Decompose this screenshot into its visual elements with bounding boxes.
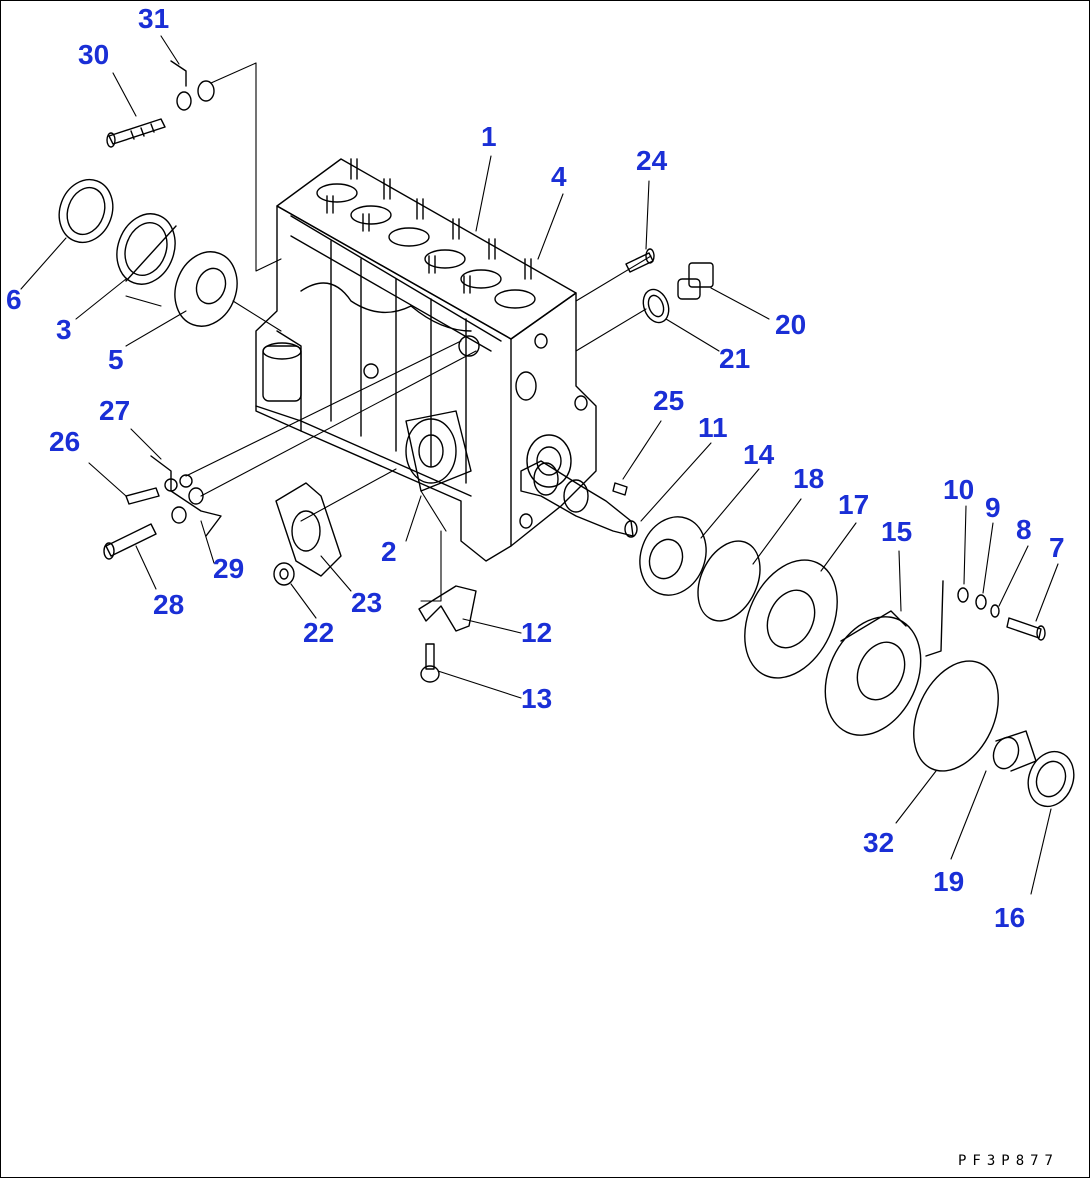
part-16-bearing (1021, 745, 1081, 813)
leader-lines (21, 36, 1058, 894)
callout-16: 16 (994, 902, 1026, 933)
callout-29: 29 (213, 553, 245, 584)
callout-9: 9 (985, 492, 1001, 523)
callout-2: 2 (381, 536, 397, 567)
part-14-coupling (629, 507, 717, 604)
callout-30: 30 (78, 39, 110, 70)
callout-22: 22 (303, 617, 335, 648)
part-6-oil-seal (51, 172, 122, 250)
studs (327, 159, 531, 293)
part-20-plug (678, 263, 713, 299)
callout-14: 14 (743, 439, 775, 470)
pump-housing (256, 159, 596, 561)
top-bores (317, 184, 535, 308)
callout-32: 32 (863, 827, 895, 858)
part-13-bolt (421, 644, 439, 682)
part-3-bearing (107, 206, 184, 293)
assembly-lines (126, 63, 651, 601)
callout-18: 18 (793, 463, 825, 494)
part-31-washers (171, 61, 214, 110)
callout-17: 17 (838, 489, 870, 520)
part-18-o-ring (686, 531, 772, 631)
callout-11: 11 (698, 412, 728, 443)
camshaft (521, 461, 637, 537)
callout-6: 6 (6, 284, 22, 315)
callout-19: 19 (933, 866, 965, 897)
callout-23: 23 (351, 587, 383, 618)
part-12-bracket (419, 586, 476, 631)
drawing-code: PF3P877 (957, 1153, 1059, 1169)
part-7-10-hardware (926, 581, 1045, 656)
callout-3: 3 (56, 314, 72, 345)
callout-28: 28 (153, 589, 185, 620)
callout-13: 13 (521, 683, 553, 714)
callout-8: 8 (1016, 514, 1032, 545)
part-15-cover (807, 601, 939, 751)
part-32-o-ring (897, 647, 1015, 784)
callout-20: 20 (775, 309, 807, 340)
part-30-bolt (107, 119, 165, 147)
part-19-bushing (989, 731, 1036, 772)
part-17-gasket (727, 545, 856, 693)
callout-15: 15 (881, 516, 913, 547)
callout-5: 5 (108, 344, 124, 375)
callout-31: 31 (138, 3, 170, 34)
part-5-coupling (165, 243, 247, 335)
part-25-key (613, 483, 627, 495)
part-22-nut (274, 563, 294, 585)
callout-10: 10 (943, 474, 975, 505)
callout-27: 27 (99, 395, 131, 426)
part-23-gasket (276, 483, 341, 576)
callout-7: 7 (1049, 532, 1065, 563)
callout-12: 12 (521, 617, 553, 648)
part-26-28-bolts (104, 456, 221, 559)
callout-21: 21 (719, 343, 751, 374)
callout-1: 1 (481, 121, 497, 152)
callout-24: 24 (636, 145, 668, 176)
callout-25: 25 (653, 385, 685, 416)
callout-26: 26 (49, 426, 81, 457)
callout-4: 4 (551, 161, 567, 192)
